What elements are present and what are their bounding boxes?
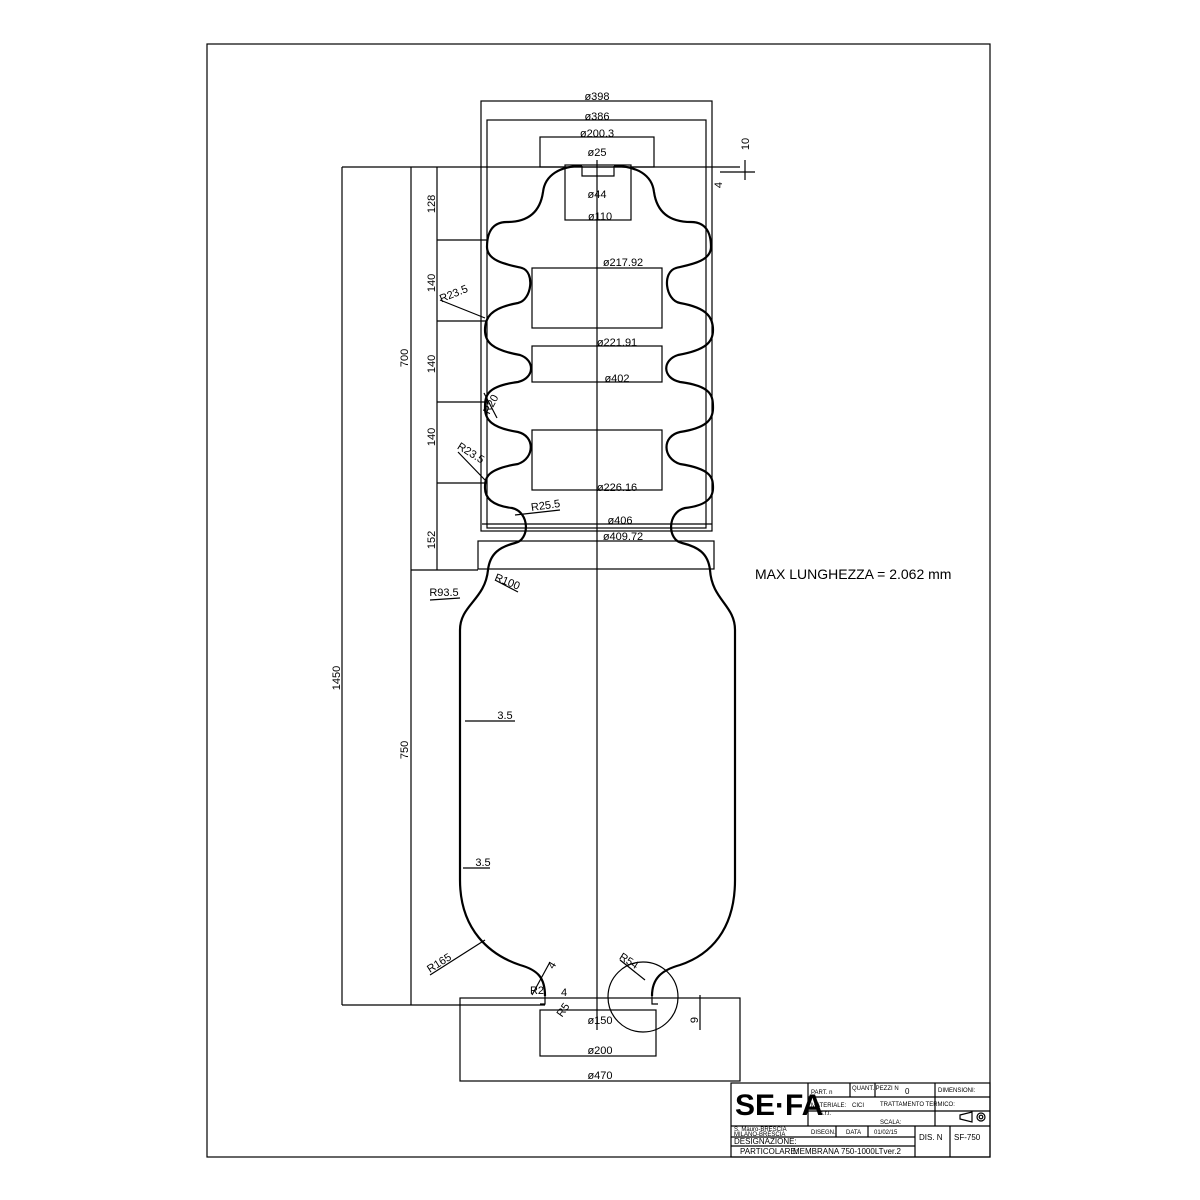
company-logo: SE·FA xyxy=(735,1089,823,1122)
leader-lines xyxy=(429,299,701,1030)
dim-v140b: 140 xyxy=(426,355,438,373)
material-value: CICI xyxy=(852,1103,864,1109)
dim-v152: 152 xyxy=(426,531,438,549)
dim-v1450: 1450 xyxy=(331,666,343,690)
reference-boxes xyxy=(459,100,741,1082)
dim-r5: R5 xyxy=(555,1001,573,1019)
dim-v4: 4 xyxy=(713,182,725,188)
logo-suffix: s.r.l. xyxy=(820,1111,831,1117)
sheet-border xyxy=(206,43,991,1158)
part-label: PART. n xyxy=(811,1090,832,1096)
dim-v140c: 140 xyxy=(426,428,438,446)
dim-r2: R2 xyxy=(530,985,544,997)
date-value: 01/02/15 xyxy=(874,1130,898,1136)
treatment-label: TRATTAMENTO TERMICO: xyxy=(880,1102,955,1108)
designation-label: DESIGNAZIONE: xyxy=(734,1137,797,1146)
r54-circle xyxy=(607,961,679,1033)
dim-d402: ø402 xyxy=(604,373,629,385)
address-line-1: S. Mauro-BRESCIA xyxy=(734,1127,787,1133)
quant-value: 0 xyxy=(905,1087,910,1096)
dis-label: DIS. N xyxy=(919,1133,943,1142)
quant-label: QUANT. PEZZI N xyxy=(852,1086,899,1092)
dim-r93-5: R93.5 xyxy=(429,587,458,599)
bottom-flange xyxy=(540,996,658,1005)
dim-v10: 10 xyxy=(740,138,752,150)
dim-d150: ø150 xyxy=(587,1015,612,1027)
dim-r25-5: R25.5 xyxy=(530,498,561,514)
dim-d110: ø110 xyxy=(588,211,612,223)
address-line-2: MILANO-BRESCIA xyxy=(734,1132,785,1138)
projection-symbol-icon xyxy=(959,1111,986,1123)
dim-r165: R165 xyxy=(425,951,454,975)
dim-v700: 700 xyxy=(399,349,411,367)
dim-d200: ø200 xyxy=(587,1045,612,1057)
dim-d217-92: ø217.92 xyxy=(603,257,643,269)
dim-r20: R20 xyxy=(481,393,501,416)
left-dimension-lines xyxy=(341,160,755,1006)
drawn-label: DISEGN. xyxy=(811,1130,836,1136)
dim-v750: 750 xyxy=(399,741,411,759)
neck-inner xyxy=(581,166,615,177)
dim-d386: ø386 xyxy=(584,111,609,123)
dim-d226-16: ø226.16 xyxy=(597,482,637,494)
dim-t3-5a: 3.5 xyxy=(497,710,512,722)
dim-d398: ø398 xyxy=(584,91,609,103)
dim-v9: 9 xyxy=(689,1017,701,1023)
dim-v4b: 4 xyxy=(546,960,559,971)
dimensions-label: DIMENSIONI: xyxy=(938,1088,976,1094)
date-label: DATA xyxy=(846,1130,861,1136)
dim-d409-72: ø409.72 xyxy=(603,531,643,543)
dim-t3-5b: 3.5 xyxy=(475,857,490,869)
material-label: MATERIALE: xyxy=(811,1103,847,1109)
particolare-label: PARTICOLARE: xyxy=(740,1147,798,1156)
dim-d200-3: ø200.3 xyxy=(580,128,614,140)
dim-r100: R100 xyxy=(493,572,522,593)
particolare-value: MEMBRANA 750-1000LTver.2 xyxy=(793,1147,901,1156)
dim-d44: ø44 xyxy=(588,189,607,201)
scale-label: SCALA: xyxy=(880,1120,902,1126)
title-block xyxy=(730,1082,991,1158)
max-length-note: MAX LUNGHEZZA = 2.062 mm xyxy=(755,566,951,582)
dim-d221-91: ø221.91 xyxy=(597,337,637,349)
dim-v4c: 4 xyxy=(561,987,567,999)
dim-d25: ø25 xyxy=(588,147,607,159)
dim-r54: R54 xyxy=(617,951,640,972)
dim-d470: ø470 xyxy=(587,1070,612,1082)
membrane-outline xyxy=(458,164,737,997)
dim-r23-5a: R23.5 xyxy=(438,283,470,305)
dim-v140a: 140 xyxy=(426,274,438,292)
dim-d406: ø406 xyxy=(607,515,632,527)
dim-v128: 128 xyxy=(426,195,438,213)
dis-value: SF-750 xyxy=(954,1133,981,1142)
